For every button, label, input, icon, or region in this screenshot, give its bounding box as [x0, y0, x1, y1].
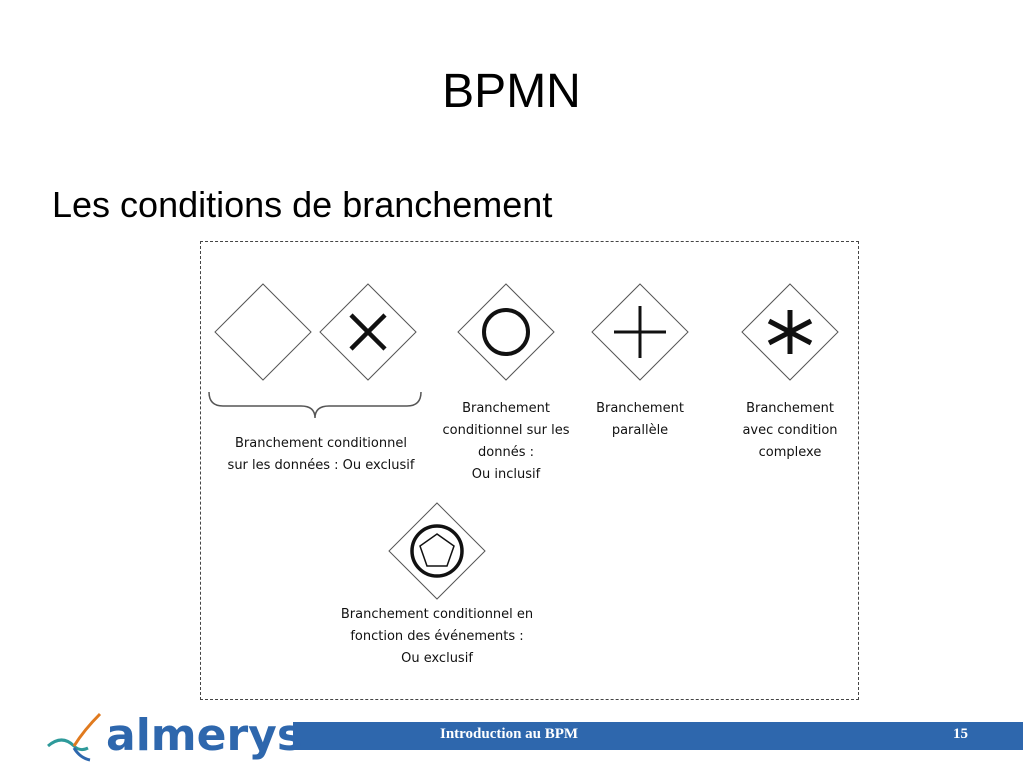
footer-title: Introduction au BPM	[440, 726, 579, 742]
circle-mark	[482, 308, 530, 356]
slide-subtitle: Les conditions de branchement	[52, 184, 553, 225]
pentagon-diamond-icon	[388, 502, 486, 600]
gateway-figure: Branchement conditionnel sur les données…	[200, 241, 859, 700]
caption-inclusive: Branchement conditionnel sur les donnés …	[442, 401, 570, 482]
logo-swoosh-icon	[47, 712, 102, 762]
caption-parallel: Branchement parallèle	[596, 401, 684, 438]
x-mark	[349, 313, 387, 351]
caption-event: Branchement conditionnel en fonction des…	[340, 607, 534, 666]
page-number: 15	[953, 726, 968, 742]
caption-exclusive: Branchement conditionnel sur les données…	[227, 436, 415, 473]
caption-complex: Branchement avec condition complexe	[742, 401, 838, 460]
empty-diamond-icon	[214, 283, 312, 381]
circle-diamond-icon	[457, 283, 555, 381]
asterisk-mark	[767, 310, 813, 354]
gateway-diagram	[208, 283, 839, 600]
plus-mark	[614, 306, 666, 358]
curly-brace	[208, 391, 422, 419]
event-mark	[410, 524, 464, 578]
slide-title: BPMN	[442, 65, 581, 118]
footer-bar	[293, 722, 1023, 750]
logo-wordmark: almerys	[106, 710, 304, 761]
almerys-logo: almerys	[44, 708, 303, 764]
